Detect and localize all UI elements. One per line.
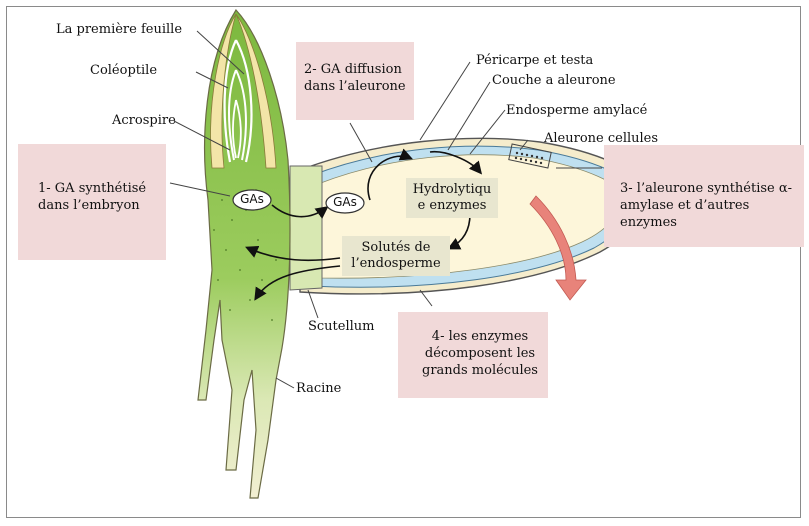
step4-box: 4- les enzymes décomposent les grands mo… xyxy=(398,312,548,398)
aleurone-cells-label: Aleurone cellules xyxy=(544,131,658,146)
step1-line1: 1- GA synthétisé xyxy=(38,180,166,197)
scutellum-label: Scutellum xyxy=(308,319,375,334)
step4-line3: grands molécules xyxy=(412,362,548,379)
first-leaf-label: La première feuille xyxy=(56,22,182,37)
step2-line2: dans l’aleurone xyxy=(304,78,414,95)
acrospire-label: Acrospire xyxy=(112,113,176,128)
root-label: Racine xyxy=(296,381,341,396)
starchy-endosperm-label: Endosperme amylacé xyxy=(506,103,647,118)
seedling xyxy=(198,10,290,498)
step4-line2: décomposent les xyxy=(412,345,548,362)
solutes-line2: l’endosperme xyxy=(342,256,450,272)
step1-line2: dans l’embryon xyxy=(38,197,166,214)
step2-box: 2- GA diffusion dans l’aleurone xyxy=(296,42,414,120)
step2-line1: 2- GA diffusion xyxy=(304,61,414,78)
aleurone-layer-label: Couche a aleurone xyxy=(492,73,616,88)
step1-box: 1- GA synthétisé dans l’embryon xyxy=(18,144,166,260)
step4-line1: 4- les enzymes xyxy=(412,328,548,345)
endosperm-solutes-box: Solutés de l’endosperme xyxy=(342,236,450,276)
coleoptile-label: Coléoptile xyxy=(90,63,157,78)
step3-line2: amylase et d’autres enzymes xyxy=(620,197,804,231)
hydrolytic-enzymes-box: Hydrolytiqu e enzymes xyxy=(406,178,498,218)
gas-embryo-label: GAs xyxy=(233,192,271,206)
pericarp-label: Péricarpe et testa xyxy=(476,53,593,68)
gas-aleurone-label: GAs xyxy=(326,195,364,209)
hydrolytic-line2: e enzymes xyxy=(406,198,498,214)
hydrolytic-line1: Hydrolytiqu xyxy=(406,182,498,198)
step3-box: 3- l’aleurone synthétise α- amylase et d… xyxy=(604,145,804,247)
solutes-line1: Solutés de xyxy=(342,240,450,256)
step3-line1: 3- l’aleurone synthétise α- xyxy=(620,180,804,197)
